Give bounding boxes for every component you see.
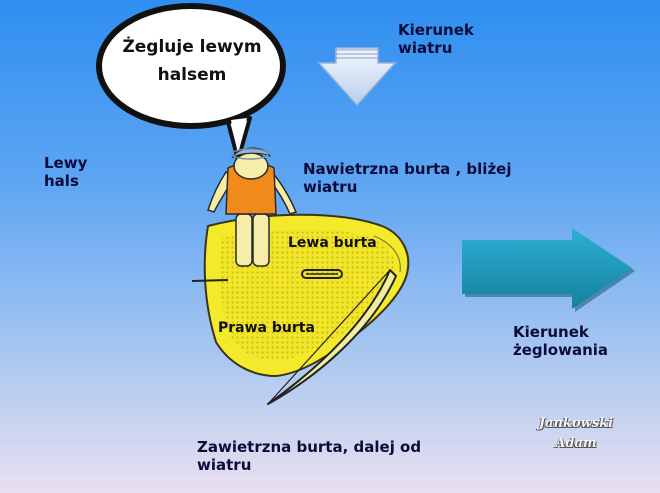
starboard-side-label: Prawa burta [218,320,315,336]
sailing-direction-label: Kierunek żeglowania [513,323,608,359]
leeward-side-label: Zawietrzna burta, dalej od wiatru [197,438,421,474]
tack-label: Lewy hals [44,154,87,190]
signature-line-1: Jankowski [538,416,614,431]
wind-direction-label-line-2: wiatru [398,39,453,57]
wind-direction-label: Kierunek wiatru [398,21,474,57]
signature-line-2: Adam [555,436,597,451]
leeward-side-label-line-1: Zawietrzna burta, dalej od [197,438,422,456]
author-signature: Jankowski Adam [526,414,626,454]
tack-label-line-1: Lewy [44,154,88,172]
windward-side-label-line-2: wiatru [303,178,358,196]
leeward-side-label-line-2: wiatru [197,456,252,474]
windward-side-label-line-1: Nawietrzna burta , bliżej [303,160,512,178]
clip-icon [301,269,343,279]
wind-direction-label-line-1: Kierunek [398,21,474,39]
sailor-figure-icon [207,147,298,267]
port-side-label: Lewa burta [288,235,377,251]
sail-icon [267,269,397,405]
sailing-direction-arrow-icon [462,228,635,312]
tiller-icon [191,279,229,282]
speech-bubble-text: Żegluje lewym halsem [114,33,270,89]
sailing-direction-label-line-1: Kierunek [513,323,589,341]
speech-bubble-line-1: Żegluje lewym [122,37,262,57]
windward-side-label: Nawietrzna burta , bliżej wiatru [303,160,511,196]
speech-bubble-icon [96,3,286,162]
tack-label-line-2: hals [44,172,79,190]
sailing-direction-label-line-2: żeglowania [513,341,609,359]
wind-arrow-icon [317,47,397,107]
speech-bubble-line-2: halsem [157,65,227,85]
